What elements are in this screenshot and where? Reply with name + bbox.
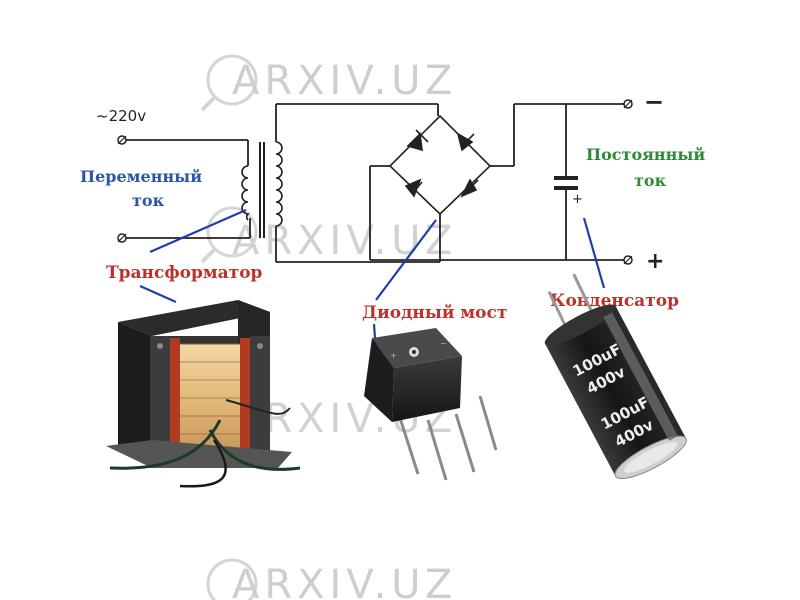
dc-minus-label: − (644, 88, 664, 116)
watermark-magnifier-icon (206, 54, 258, 106)
transformer-photo (106, 300, 301, 488)
capacitor-label: Конденсатор (550, 291, 679, 311)
ac-terminal-bottom (117, 233, 127, 243)
ac-current-label-line1: Переменный (80, 167, 202, 186)
diode-bridge-label: Диодный мост (362, 303, 507, 323)
watermark-top: ARXIV.UZ (200, 54, 457, 112)
diode-bottom-right (460, 178, 479, 198)
circuit-wires (124, 103, 624, 263)
bridge-marking-plus: + (390, 351, 397, 360)
bridge-rectifier-photo: + ~ (364, 328, 498, 481)
watermark-middle: ARXIV.UZ (200, 206, 457, 264)
diode-bottom-left (404, 178, 423, 198)
ac-terminal-top (117, 135, 127, 145)
dc-current-label-line1: Постоянный (586, 145, 705, 164)
capacitor-photo: 100uF 400v 100uF 400v (544, 273, 687, 479)
dc-terminal-plus (623, 255, 633, 265)
watermark-text: ARXIV.UZ (232, 218, 457, 264)
diode-top-right (456, 132, 475, 152)
watermark-text: ARXIV.UZ (232, 562, 457, 600)
transformer-symbol (241, 141, 283, 238)
capacitor-plus-sign: + (572, 192, 583, 207)
diode-top-left (406, 129, 429, 152)
watermark-bottom: ARXIV.UZ (206, 558, 457, 600)
dc-terminal-minus (623, 99, 633, 109)
watermark-magnifier-icon (206, 558, 258, 600)
dc-plus-label: + (646, 249, 664, 274)
capacitor-symbol: + (554, 176, 583, 207)
watermark-text: ARXIV.UZ (232, 58, 457, 104)
diode-bridge-symbol (388, 114, 492, 216)
dc-current-label-line2: ток (634, 171, 667, 190)
watermark-magnifier-icon (206, 206, 258, 258)
ac-voltage-label: ~220v (96, 107, 146, 125)
transformer-label: Трансформатор (106, 263, 263, 283)
bridge-marking-tilde: ~ (440, 339, 447, 348)
ac-current-label-line2: ток (132, 191, 165, 210)
